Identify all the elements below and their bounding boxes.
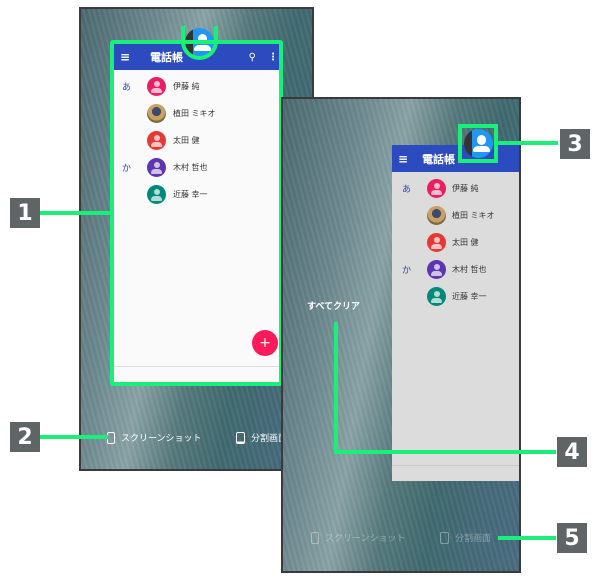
- callout-line-5: [498, 536, 556, 540]
- split-screen-icon: [236, 431, 245, 444]
- contact-avatar: [147, 184, 166, 204]
- contact-row[interactable]: 太田 健: [114, 127, 282, 153]
- screenshot-button[interactable]: スクリーンショット: [107, 431, 202, 444]
- contact-name: 伊藤 純: [173, 81, 200, 91]
- contact-name: 伊藤 純: [452, 183, 479, 193]
- screenshot-label: スクリーンショット: [121, 434, 202, 444]
- callout-2: 2: [10, 422, 40, 452]
- contact-avatar: [147, 76, 166, 96]
- contact-row[interactable]: か 木村 哲也: [392, 256, 519, 282]
- contact-name: 近藤 幸一: [173, 189, 208, 199]
- index-letter: あ: [402, 184, 412, 195]
- contact-name: 木村 哲也: [173, 162, 208, 172]
- app-title: 電話帳: [150, 51, 184, 64]
- add-contact-fab[interactable]: +: [252, 330, 278, 356]
- contact-row[interactable]: あ 伊藤 純: [392, 175, 519, 201]
- recent-apps-screen-right: ≡ 電話帳 あ伊藤 純植田 ミキオ太田 健か木村 哲也近藤 幸一 すべてクリア …: [281, 97, 521, 573]
- callout-line-3: [498, 141, 558, 145]
- contact-avatar: [427, 205, 446, 225]
- index-letter: あ: [122, 82, 132, 93]
- split-screen-label: 分割画面: [251, 434, 288, 444]
- contact-row[interactable]: あ 伊藤 純: [114, 73, 282, 99]
- app-title: 電話帳: [422, 152, 456, 166]
- contact-name: 植田 ミキオ: [452, 210, 495, 220]
- callout-5: 5: [557, 523, 587, 553]
- callout-line-4: [334, 450, 556, 454]
- contacts-app-card[interactable]: ≡ 電話帳 あ 伊藤 純植田 ミキオ太田 健か 木村 哲也近藤 幸一: [392, 145, 519, 481]
- callout-line-1: [40, 211, 112, 215]
- contacts-app-card[interactable]: ≡ 電話帳 ⚲ ⋮ あ 伊藤 純植田 ミキオ太田 健か 木村 哲也近藤 幸一 +: [114, 44, 282, 384]
- screenshot-button[interactable]: スクリーンショット: [311, 531, 406, 544]
- contact-avatar: [147, 103, 166, 123]
- callout-line-2: [40, 435, 108, 439]
- menu-icon[interactable]: ≡: [120, 50, 131, 64]
- split-screen-button[interactable]: 分割画面: [440, 531, 491, 544]
- app-icon-right[interactable]: [464, 129, 493, 158]
- contact-avatar: [147, 130, 166, 150]
- more-icon[interactable]: ⋮: [268, 51, 278, 63]
- callout-3: 3: [560, 129, 590, 159]
- app-header: ≡ 電話帳: [392, 145, 519, 172]
- contact-name: 木村 哲也: [452, 264, 487, 274]
- contact-name: 植田 ミキオ: [173, 108, 216, 118]
- contact-name: 近藤 幸一: [452, 291, 487, 301]
- contact-row[interactable]: 近藤 幸一: [392, 283, 519, 309]
- contact-row[interactable]: 太田 健: [392, 229, 519, 255]
- contact-row[interactable]: 植田 ミキオ: [114, 100, 282, 126]
- screenshot-icon: [107, 431, 115, 444]
- icon-highlight: [181, 26, 218, 60]
- split-screen-button[interactable]: 分割画面: [236, 431, 287, 444]
- contact-row[interactable]: 近藤 幸一: [114, 181, 282, 207]
- contact-row[interactable]: か 木村 哲也: [114, 154, 282, 180]
- search-icon[interactable]: ⚲: [248, 51, 256, 63]
- divider: [392, 465, 519, 466]
- contact-name: 太田 健: [173, 135, 200, 145]
- contact-avatar: [427, 232, 446, 252]
- split-screen-label: 分割画面: [455, 534, 492, 544]
- callout-1: 1: [10, 198, 40, 228]
- contact-avatar: [427, 178, 446, 198]
- screenshot-icon: [311, 531, 319, 544]
- contact-avatar: [147, 157, 166, 177]
- recent-apps-screen-left: ≡ 電話帳 ⚲ ⋮ あ 伊藤 純植田 ミキオ太田 健か 木村 哲也近藤 幸一 + ス…: [79, 7, 314, 471]
- contact-row[interactable]: 植田 ミキオ: [392, 202, 519, 228]
- callout-4: 4: [557, 437, 587, 467]
- index-letter: か: [122, 163, 132, 174]
- card-highlight: [110, 40, 283, 386]
- screenshot-label: スクリーンショット: [325, 534, 406, 544]
- clear-all-button[interactable]: すべてクリア: [307, 302, 361, 312]
- callout-line-4-vertical: [334, 322, 338, 454]
- contact-name: 太田 健: [452, 237, 479, 247]
- divider: [114, 366, 282, 367]
- split-screen-icon: [440, 531, 449, 544]
- contact-avatar: [427, 259, 446, 279]
- icon-highlight: [458, 124, 498, 163]
- contact-avatar: [427, 286, 446, 306]
- index-letter: か: [402, 265, 412, 276]
- menu-icon[interactable]: ≡: [398, 151, 409, 166]
